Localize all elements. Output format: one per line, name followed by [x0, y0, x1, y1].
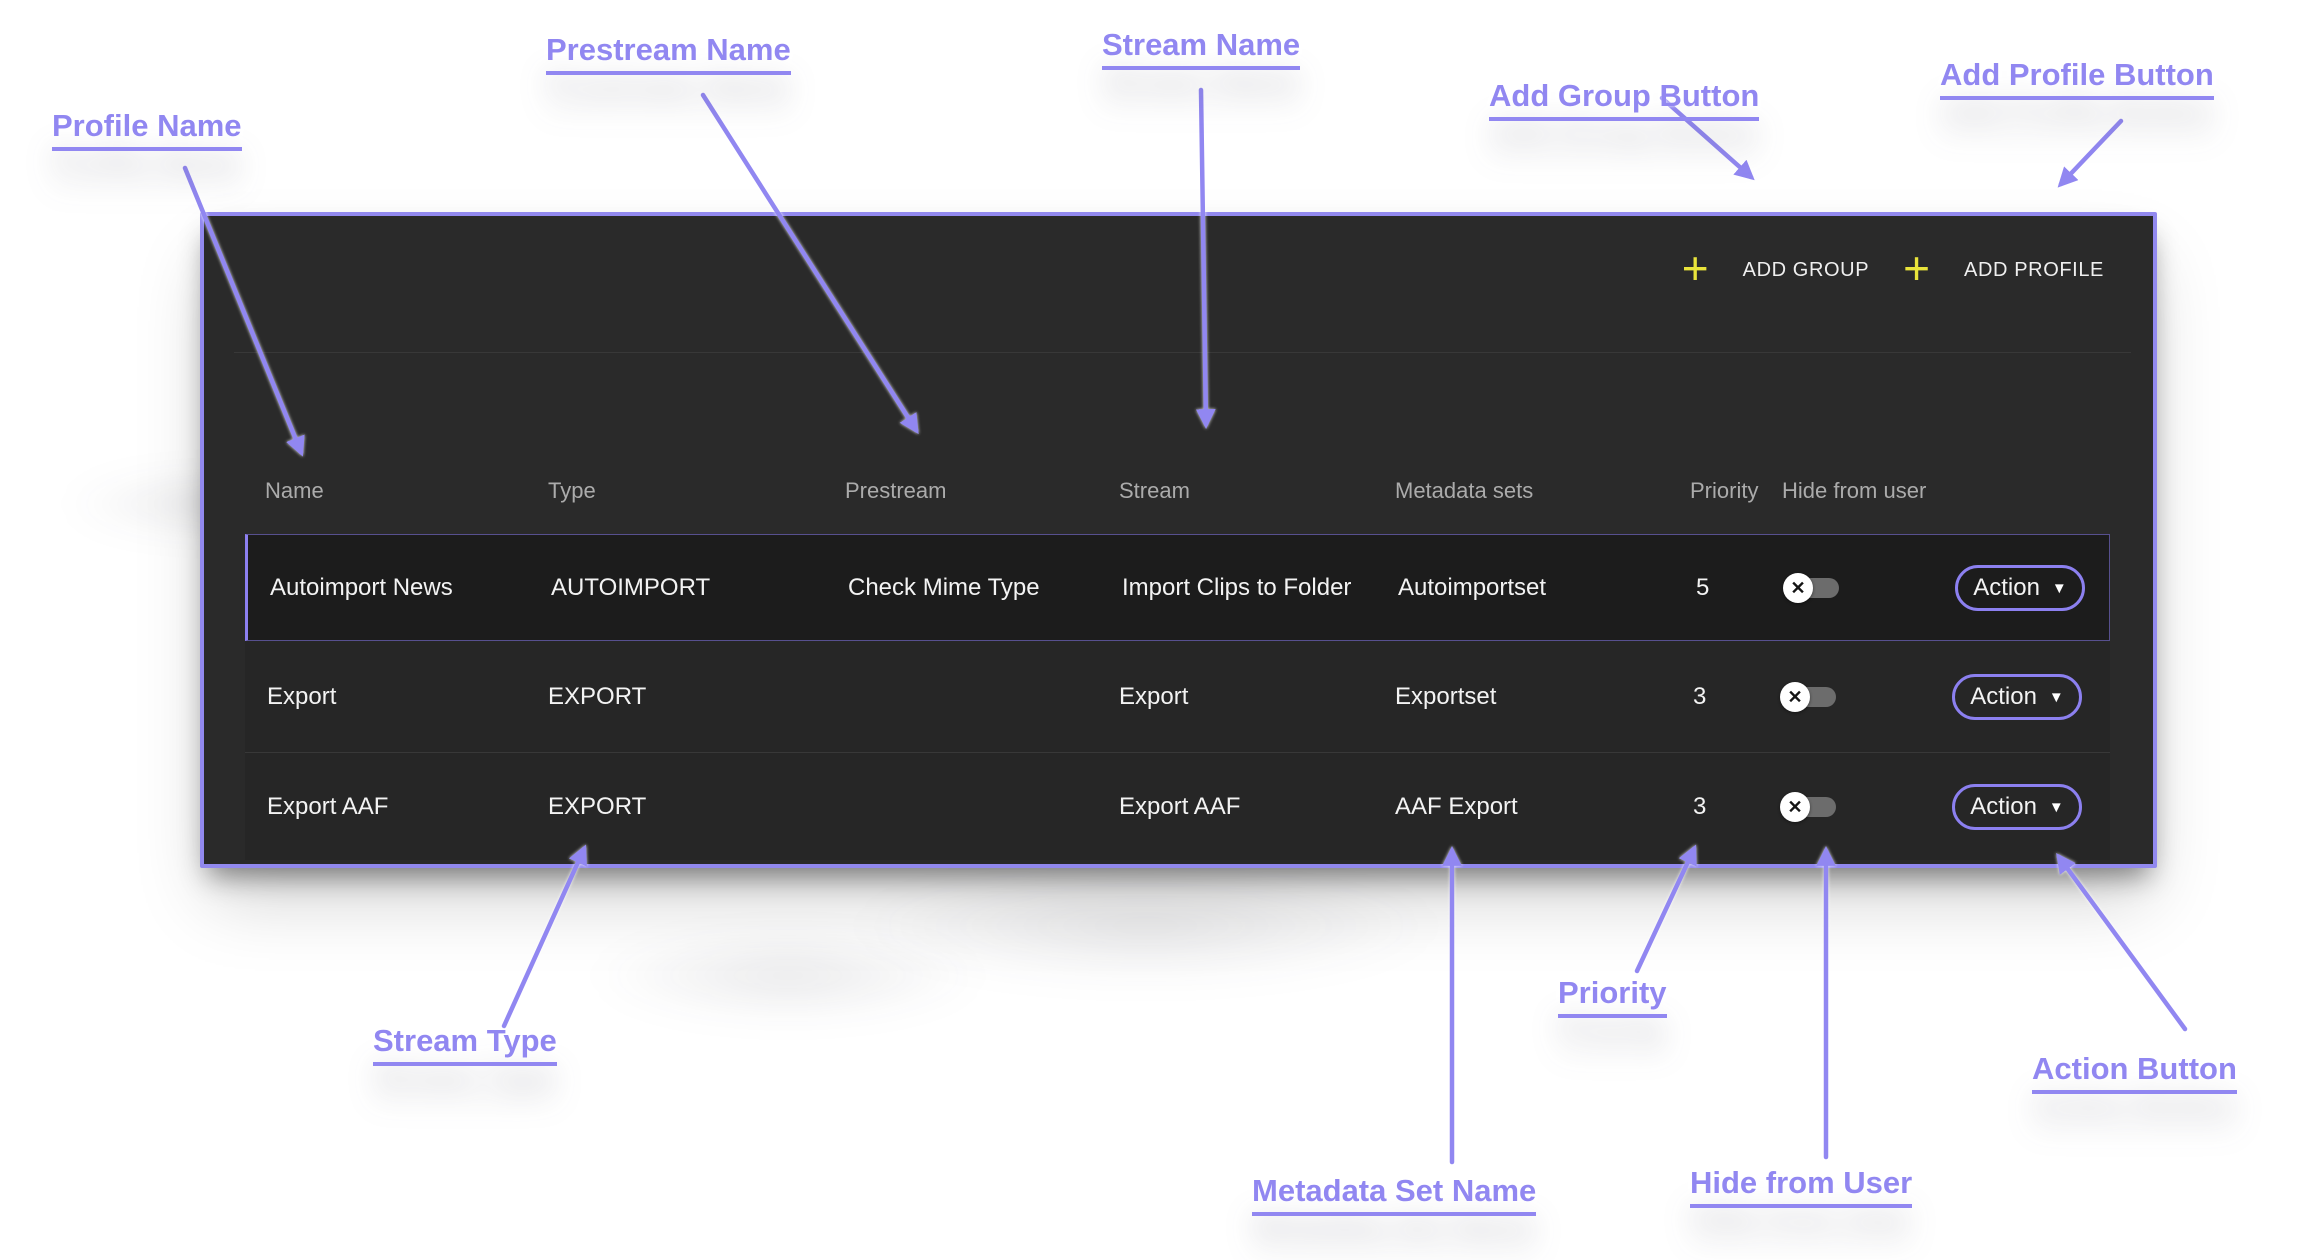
table-row[interactable]: Autoimport News AUTOIMPORT Check Mime Ty… — [245, 534, 2110, 641]
column-header-priority: Priority — [1690, 478, 1759, 503]
table-row[interactable]: Export AAF EXPORT Export AAF AAF Export … — [245, 753, 2110, 860]
caret-down-icon: ▼ — [2048, 689, 2064, 706]
metadata-set-cell: Autoimportset — [1398, 573, 1547, 601]
prestream-name-label: Prestream Name — [546, 32, 791, 75]
profile-name-cell: Autoimport News — [270, 573, 453, 601]
profiles-panel: + ADD GROUP + ADD PROFILE Name Type Pres… — [200, 212, 2157, 868]
table-row[interactable]: Export EXPORT Export Exportset 3 ✕ Actio… — [245, 641, 2110, 753]
toggle-x-icon: ✕ — [1787, 796, 1803, 817]
stream-name-label: Stream Name — [1102, 27, 1301, 70]
stream-type-arrow — [501, 844, 587, 1029]
stream-type-cell: EXPORT — [548, 792, 647, 820]
action-button-label: Action Button — [2032, 1051, 2237, 1094]
column-header-type: Type — [548, 478, 596, 503]
caret-down-icon: ▼ — [2051, 580, 2067, 597]
stream-cell: Import Clips to Folder — [1122, 573, 1352, 601]
profile-name-cell: Export — [267, 682, 337, 710]
plus-icon[interactable]: + — [1681, 242, 1709, 294]
hide-from-user-toggle[interactable]: ✕ — [1780, 681, 1836, 712]
add-profile-button-label: Add Profile Button — [1940, 57, 2214, 100]
hide-from-user-label: Hide from User — [1690, 1165, 1913, 1208]
metadata-set-cell: AAF Export — [1395, 792, 1518, 820]
priority-cell: 5 — [1696, 573, 1710, 601]
prestream-cell: Check Mime Type — [848, 573, 1040, 601]
table-header: Name Type Prestream Stream Metadata sets… — [245, 475, 2110, 507]
toggle-x-icon: ✕ — [1787, 686, 1803, 707]
toggle-thumb: ✕ — [1780, 681, 1810, 712]
column-header-hide-from-user: Hide from user — [1782, 478, 1927, 503]
toggle-x-icon: ✕ — [1790, 577, 1806, 598]
background-smudge — [588, 928, 988, 1023]
stream-type-label: Stream Type — [373, 1023, 557, 1066]
priority-label: Priority — [1558, 975, 1667, 1018]
add-group-button-label: Add Group Button — [1489, 78, 1760, 121]
metadata-set-name-label: Metadata Set Name — [1252, 1173, 1537, 1216]
priority-cell: 3 — [1693, 682, 1707, 710]
add-profile-button[interactable]: ADD PROFILE — [1964, 258, 2104, 281]
action-button[interactable]: Action ▼ — [1952, 673, 2082, 720]
action-button-arrow — [2056, 853, 2188, 1032]
action-button[interactable]: Action ▼ — [1955, 564, 2085, 611]
caret-down-icon: ▼ — [2048, 799, 2064, 816]
stream-cell: Export AAF — [1119, 792, 1241, 820]
profiles-table-body: Autoimport News AUTOIMPORT Check Mime Ty… — [245, 534, 2110, 860]
column-header-metadata-sets: Metadata sets — [1395, 478, 1534, 503]
action-button[interactable]: Action ▼ — [1952, 783, 2082, 830]
hide-from-user-toggle[interactable]: ✕ — [1780, 791, 1836, 822]
metadata-set-cell: Exportset — [1395, 682, 1497, 710]
add-group-button[interactable]: ADD GROUP — [1742, 258, 1870, 281]
panel-toolbar: + ADD GROUP + ADD PROFILE — [1682, 242, 2104, 298]
column-header-name: Name — [265, 478, 324, 503]
toggle-thumb: ✕ — [1783, 572, 1813, 603]
background-smudge — [846, 866, 1446, 986]
add-profile-arrow — [2057, 118, 2124, 188]
hide-from-user-toggle[interactable]: ✕ — [1783, 572, 1839, 603]
toggle-thumb: ✕ — [1780, 791, 1810, 822]
profile-name-label: Profile Name — [52, 108, 242, 151]
priority-cell: 3 — [1693, 792, 1707, 820]
stream-type-cell: AUTOIMPORT — [551, 573, 711, 601]
column-header-stream: Stream — [1119, 478, 1190, 503]
plus-icon[interactable]: + — [1903, 242, 1931, 294]
profile-name-cell: Export AAF — [267, 792, 389, 820]
toolbar-divider — [234, 352, 2131, 353]
stream-type-cell: EXPORT — [548, 682, 647, 710]
column-header-prestream: Prestream — [845, 478, 947, 503]
stream-cell: Export — [1119, 682, 1189, 710]
